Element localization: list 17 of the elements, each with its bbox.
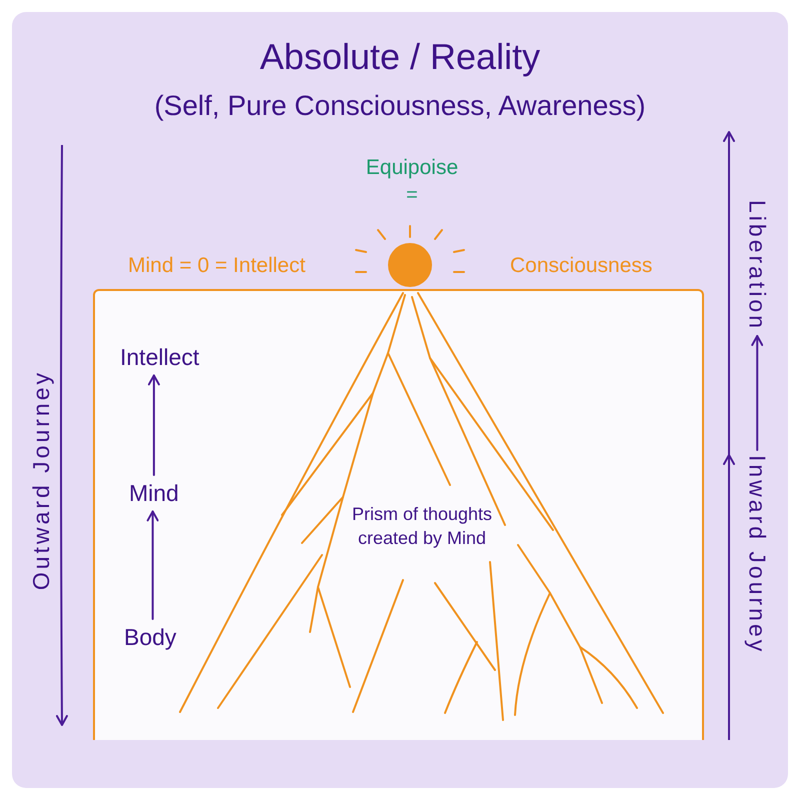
annotation-label: Mind = 0 = Intellect bbox=[128, 254, 306, 278]
arrow bbox=[148, 374, 160, 476]
arrow bbox=[146, 510, 159, 620]
journey-label: Outward Journey bbox=[28, 370, 54, 590]
journey-label: Inward Journey bbox=[744, 455, 770, 654]
annotation-label: Consciousness bbox=[510, 254, 652, 278]
stage-label: Intellect bbox=[120, 344, 200, 370]
stage-label: Body bbox=[124, 624, 176, 650]
panel-text: Prism of thoughts created by Mind bbox=[350, 503, 494, 550]
equals-sign: = bbox=[406, 184, 418, 207]
title: Absolute / Reality bbox=[260, 36, 540, 78]
annotation-label: Equipoise bbox=[366, 156, 458, 180]
journey-label: Liberation bbox=[744, 200, 770, 332]
prism-panel bbox=[93, 289, 704, 740]
stage-label: Mind bbox=[129, 480, 179, 506]
subtitle: (Self, Pure Consciousness, Awareness) bbox=[154, 90, 646, 122]
arrow bbox=[751, 335, 764, 451]
